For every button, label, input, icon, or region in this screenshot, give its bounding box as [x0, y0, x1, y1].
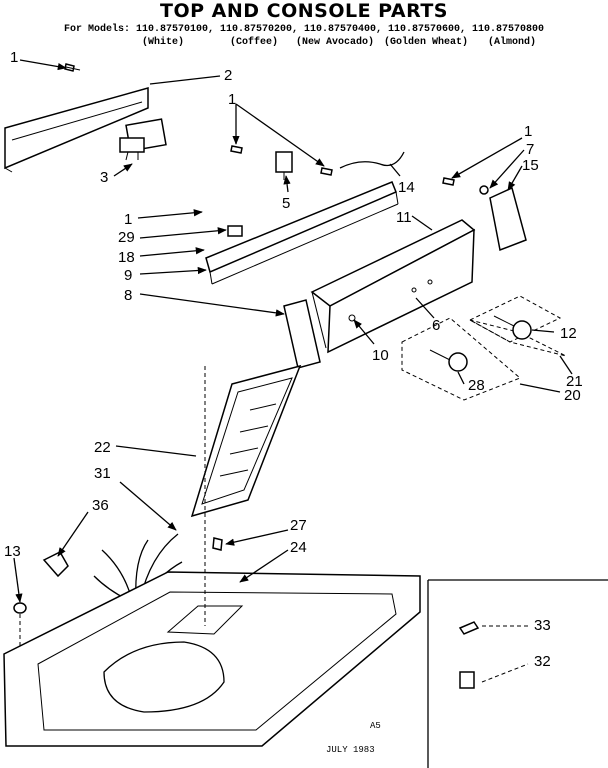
callout-32: 32: [534, 653, 551, 670]
callout-1: 1: [124, 211, 132, 228]
color-new-avocado: (New Avocado): [296, 37, 375, 48]
color-white: (White): [142, 37, 185, 48]
callout-1: 1: [228, 91, 236, 108]
callout-7: 7: [526, 141, 534, 158]
knob-28-group: [401, 317, 521, 401]
callout-27: 27: [290, 517, 307, 534]
footer-date: JULY 1983: [326, 745, 375, 755]
callout-20: 20: [564, 387, 581, 404]
rear-trim-panel: [4, 87, 149, 173]
callout-6: 6: [432, 317, 440, 334]
color-golden-wheat: (Golden Wheat): [384, 37, 469, 48]
wire-14: [339, 151, 405, 169]
callout-8: 8: [124, 287, 132, 304]
leader-lines: [13, 59, 573, 603]
right-end-cap-15: [442, 177, 527, 252]
footer-code: A5: [370, 721, 381, 731]
callout-29: 29: [118, 229, 135, 246]
grommet-13: [13, 602, 27, 650]
callout-33: 33: [534, 617, 551, 634]
screws-1b: [230, 145, 333, 176]
callout-labels: 1 2 1 3 5 14 1 7 15 11 1 29 18 9 8 6 10 …: [4, 49, 583, 670]
screw-1a: [64, 63, 81, 72]
page-title: TOP AND CONSOLE PARTS: [160, 0, 448, 22]
knob-12: [512, 320, 532, 340]
color-coffee: (Coffee): [230, 37, 279, 48]
knob-12-group: [468, 295, 567, 357]
callout-24: 24: [290, 539, 307, 556]
callout-31: 31: [94, 465, 111, 482]
callout-12: 12: [560, 325, 577, 342]
callout-13: 13: [4, 543, 21, 560]
top-panel-24: [3, 366, 421, 747]
callout-11: 11: [396, 209, 412, 226]
part-33: [458, 621, 480, 635]
callout-9: 9: [124, 267, 132, 284]
console-bracket-rail: [205, 181, 399, 285]
callout-18: 18: [118, 249, 135, 266]
end-cap-8: [283, 299, 321, 369]
model-list: For Models: 110.87570100, 110.87570200, …: [63, 24, 545, 35]
callout-2: 2: [224, 67, 232, 84]
lint-filter-22: [190, 364, 302, 518]
screw-27: [212, 537, 223, 551]
callout-3: 3: [100, 169, 108, 186]
callout-15: 15: [522, 157, 539, 174]
clip-29: [227, 225, 243, 237]
console-body: [310, 219, 476, 354]
part-32: [459, 671, 475, 689]
part-36: [42, 551, 69, 578]
callout-5: 5: [282, 195, 290, 212]
knob-28: [448, 352, 468, 372]
callout-1: 1: [10, 49, 18, 66]
color-almond: (Almond): [488, 37, 537, 48]
callout-10: 10: [372, 347, 389, 364]
callout-22: 22: [94, 439, 111, 456]
timer-motor: [119, 118, 167, 161]
callout-28: 28: [468, 377, 485, 394]
callout-1: 1: [524, 123, 532, 140]
callout-36: 36: [92, 497, 109, 514]
switch-5: [275, 151, 293, 180]
callout-21: 21: [566, 373, 583, 390]
callout-14: 14: [398, 179, 415, 196]
inset-parts-box: [427, 579, 608, 768]
